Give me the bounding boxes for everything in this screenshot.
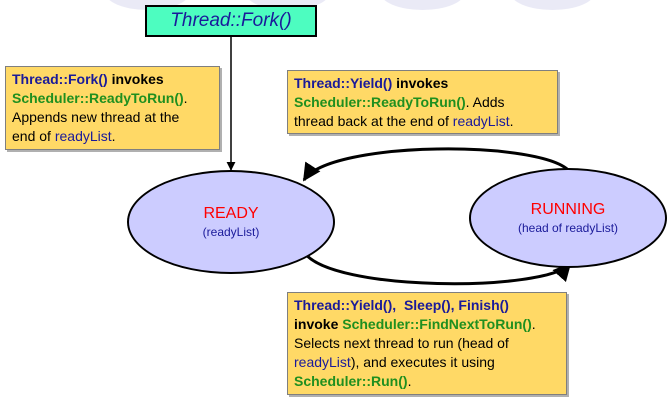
note-text: Selects next thread to run (head of (294, 335, 509, 351)
code-text: Thread::Yield() (294, 75, 393, 91)
note-text: Appends new thread at the (12, 109, 180, 125)
note-text: end of (12, 128, 55, 144)
note-text: . (407, 373, 412, 389)
note-text: invokes (396, 75, 449, 91)
note-text: thread back at the end of (294, 113, 453, 129)
note-text: . Adds (465, 94, 505, 110)
code-text: Scheduler::FindNextToRun() (342, 316, 532, 332)
find-next-note-line: invoke Scheduler::FindNextToRun(). (294, 315, 560, 334)
running-state-sub: (head of readyList) (517, 221, 619, 235)
code-text: readyList (294, 354, 351, 370)
code-text: Scheduler::ReadyToRun() (294, 94, 466, 110)
fork-title-text: Thread::Fork() (170, 10, 292, 31)
note-text: . (531, 316, 536, 332)
find-next-note: Thread::Yield(), Sleep(), Finish() invok… (287, 292, 567, 395)
find-next-note-line: readyList), and executes it using (294, 353, 560, 372)
ready-state-name: READY (203, 205, 259, 222)
note-text: . (509, 113, 514, 129)
fork-title-box: Thread::Fork() (145, 5, 317, 37)
fork-note-line: Appends new thread at the (12, 108, 213, 127)
code-text: Finish() (458, 297, 509, 313)
fork-note-line: Scheduler::ReadyToRun(). (12, 89, 213, 108)
code-text: Thread::Yield(), (294, 297, 397, 313)
find-next-note-line: Scheduler::Run(). (294, 372, 560, 391)
running-state-name: RUNNING (530, 201, 606, 218)
yield-note-line: Thread::Yield() invokes (294, 74, 551, 93)
yield-note: Thread::Yield() invokes Scheduler::Ready… (287, 70, 558, 134)
find-next-note-line: Thread::Yield(), Sleep(), Finish() (294, 296, 560, 315)
code-text: Thread::Fork() (12, 71, 108, 87)
code-text: Scheduler::ReadyToRun() (12, 90, 184, 106)
ready-state: READY (readyList) (127, 170, 335, 274)
yield-note-line: thread back at the end of readyList. (294, 112, 551, 131)
note-text: . (111, 128, 116, 144)
code-text: readyList (54, 128, 112, 144)
code-text: Sleep(), (403, 297, 455, 313)
fork-note: Thread::Fork() invokes Scheduler::ReadyT… (5, 66, 220, 150)
note-text: . (183, 90, 188, 106)
code-text: Scheduler::Run() (294, 373, 408, 389)
yield-arrow (302, 147, 572, 182)
note-text: invoke (294, 316, 339, 332)
yield-note-line: Scheduler::ReadyToRun(). Adds (294, 93, 551, 112)
note-text: ), and executes it using (350, 354, 495, 370)
dispatch-arrow (302, 251, 572, 286)
code-text: readyList (452, 113, 510, 129)
running-state: RUNNING (head of readyList) (469, 168, 667, 268)
fork-note-line: end of readyList. (12, 127, 213, 146)
ready-state-sub: (readyList) (202, 225, 260, 239)
note-text: invokes (111, 71, 164, 87)
background-decoration (510, 0, 595, 10)
find-next-note-line: Selects next thread to run (head of (294, 334, 560, 353)
background-decoration (380, 0, 465, 10)
fork-note-line: Thread::Fork() invokes (12, 70, 213, 89)
